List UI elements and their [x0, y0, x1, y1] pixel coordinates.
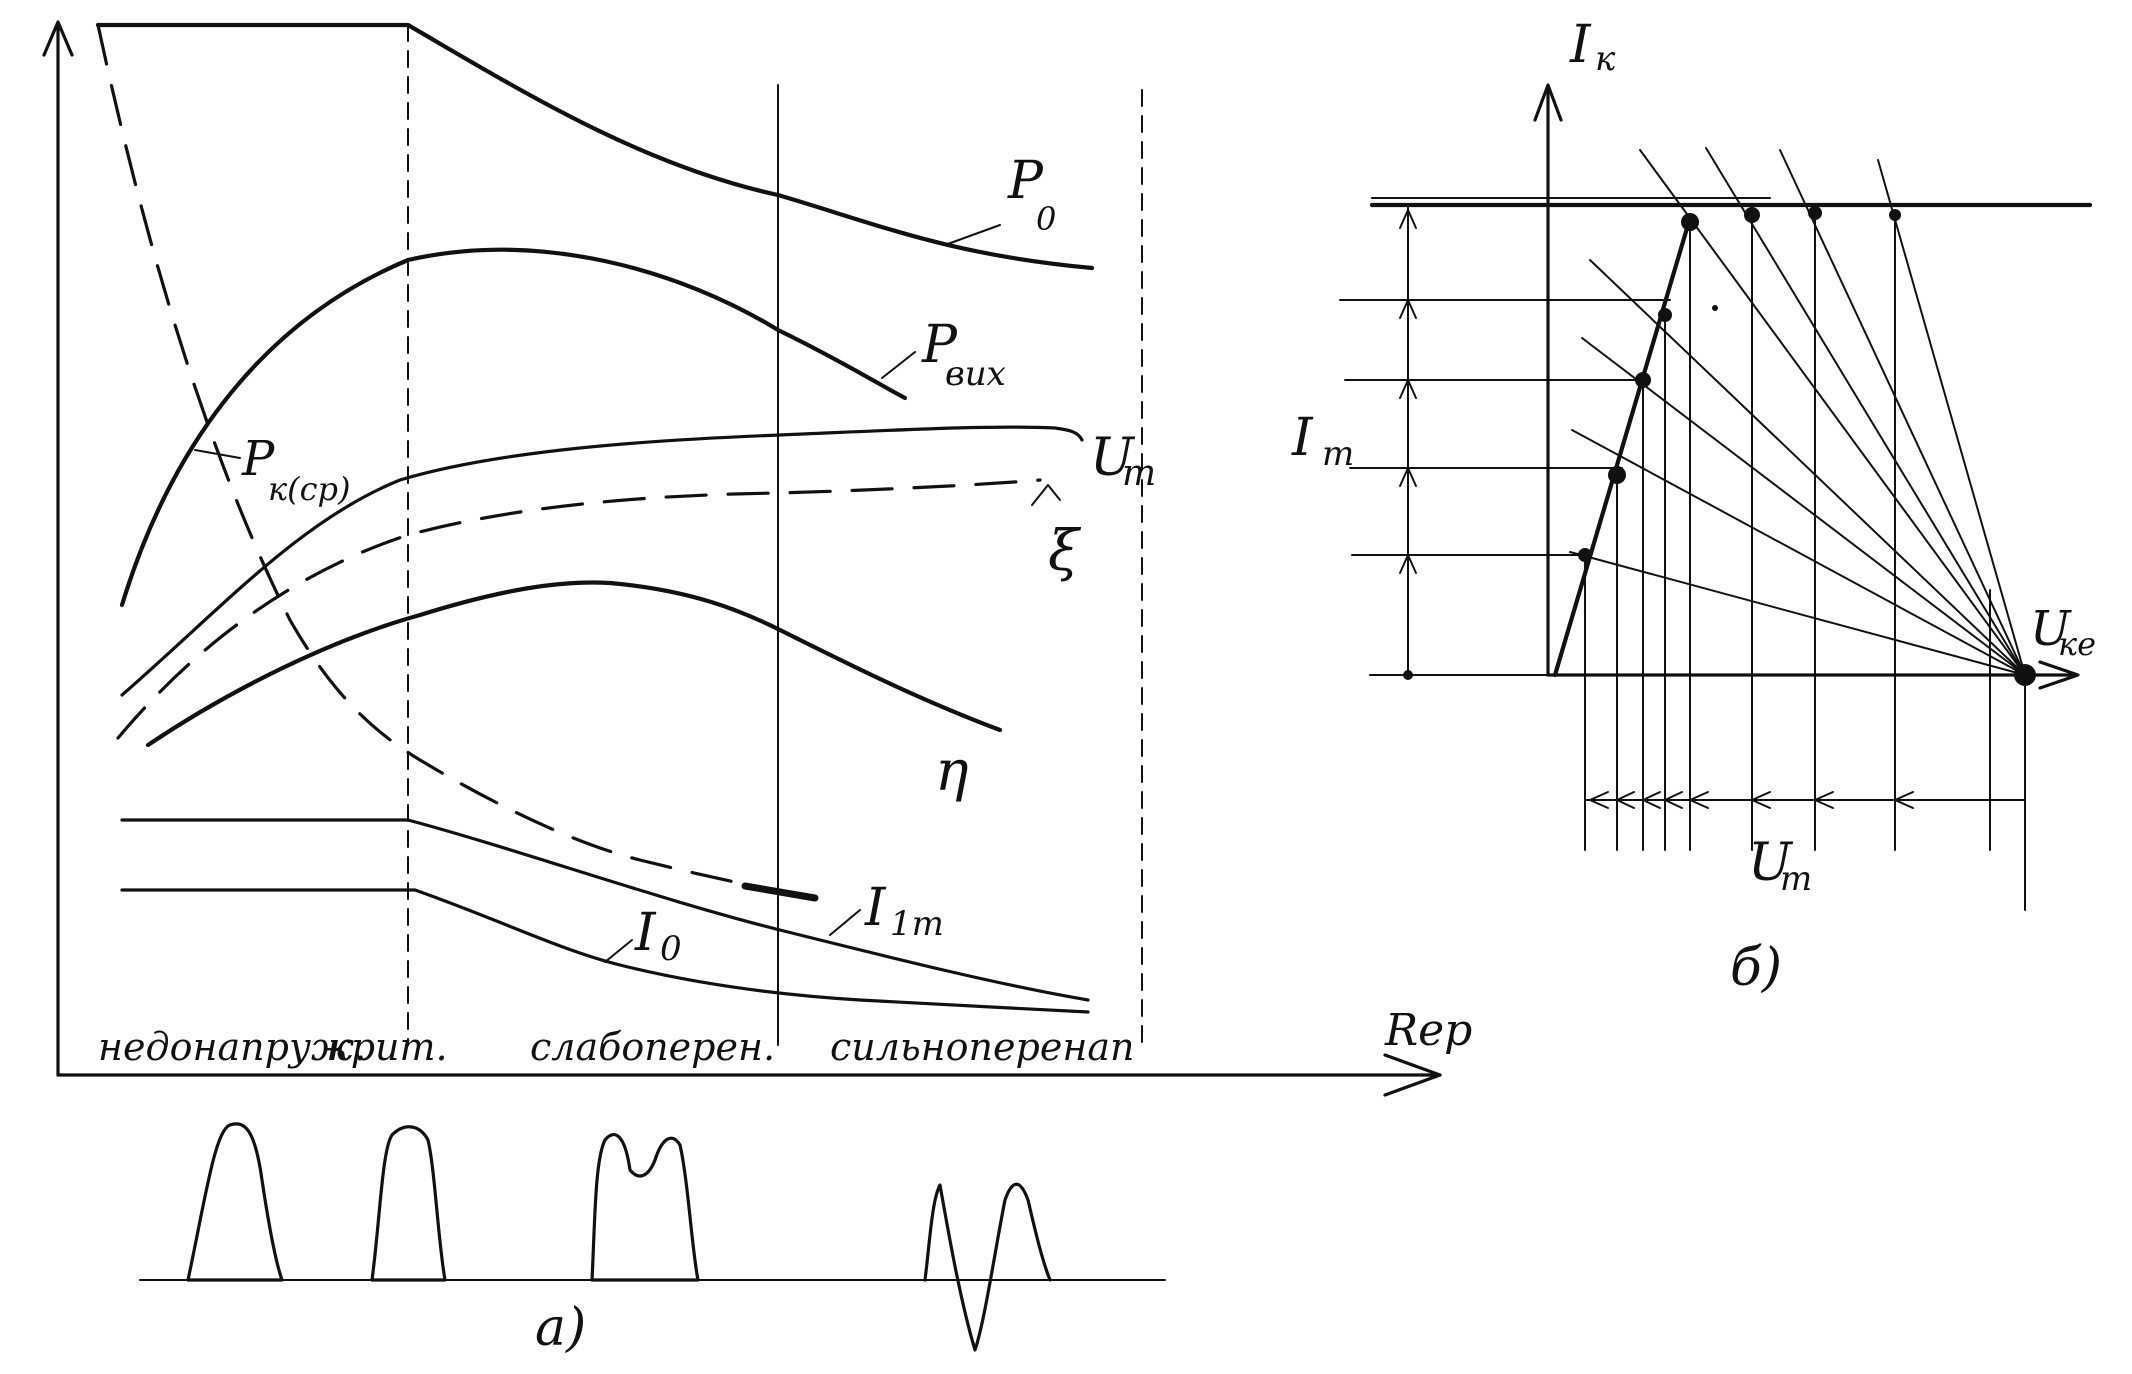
im-tick-4	[1399, 554, 1417, 574]
svg-text:I: I	[1291, 408, 1314, 468]
i1m-leader	[829, 909, 861, 936]
im-tick-1	[1399, 299, 1417, 319]
im-tick-3	[1399, 467, 1417, 487]
stray-dot	[1712, 305, 1718, 311]
svg-text:1m: 1m	[890, 904, 944, 944]
svg-text:P: P	[241, 431, 275, 487]
um-arrow-2	[1616, 791, 1635, 809]
pulse-shapes	[139, 1122, 1166, 1352]
label-pvih: P вих	[921, 315, 1006, 394]
svg-text:I: I	[1569, 15, 1592, 75]
im-origin-dot	[1403, 670, 1413, 680]
regime-weak: слабоперен.	[530, 1025, 775, 1069]
curve-i1m	[120, 818, 1090, 1002]
label-eta: η	[935, 739, 969, 804]
svg-text:вих: вих	[945, 354, 1006, 394]
svg-text:P: P	[1007, 151, 1044, 211]
regime-under: недонапруж.	[98, 1025, 366, 1069]
label-i1m: I 1m	[864, 878, 944, 944]
panel-b: I к U ке I m	[1291, 15, 2096, 998]
pk-leader	[194, 449, 241, 459]
label-im: I m	[1291, 408, 1354, 474]
pulse-strong	[923, 1182, 1052, 1352]
y-axis-a-arrow	[42, 20, 74, 57]
svg-text:0: 0	[1036, 200, 1056, 238]
svg-text:U: U	[1748, 833, 1794, 893]
um-arrow-7	[1814, 791, 1834, 809]
label-xi: ξ	[1048, 519, 1082, 584]
xi-leader	[1031, 484, 1061, 506]
caption-b: б)	[1730, 938, 1782, 998]
load-line-5	[1639, 149, 2026, 676]
label-i0: I 0	[634, 903, 682, 969]
load-line-7	[1779, 149, 2026, 676]
load-line-3	[1581, 337, 2026, 676]
svg-text:I: I	[634, 903, 657, 963]
um-arrow-1	[1589, 791, 1609, 809]
y-axis-b-label: I к	[1569, 15, 1616, 79]
regime-strong: сильноперенап	[830, 1025, 1134, 1069]
regime-crit: крит.	[328, 1025, 448, 1069]
um-arrow-3	[1642, 791, 1661, 809]
svg-text:P: P	[921, 315, 958, 375]
um-arrow-4	[1664, 791, 1683, 809]
curve-pk	[96, 23, 817, 900]
im-arrow-top	[1399, 209, 1417, 229]
pulse-weak	[590, 1133, 700, 1282]
svg-text:I: I	[864, 878, 887, 938]
x-axis-a-label: Rер	[1384, 1005, 1472, 1056]
curve-pvih	[119, 247, 908, 608]
i0-leader	[604, 939, 633, 963]
label-p0: P 0	[1007, 151, 1056, 238]
load-line-1	[1569, 551, 2026, 676]
pvih-leader	[881, 351, 916, 379]
pulse-crit	[370, 1125, 447, 1282]
caption-a: а)	[535, 1298, 586, 1358]
label-um: U m	[1090, 428, 1156, 494]
load-line-6	[1705, 147, 2026, 676]
curve-p0	[95, 22, 1095, 271]
curve-i0	[120, 888, 1090, 1014]
x-axis-b-label: U ке	[2030, 601, 2096, 663]
curve-eta	[145, 580, 1003, 748]
svg-text:ке: ке	[2058, 625, 2096, 663]
svg-text:U: U	[1090, 428, 1136, 488]
pulse-under	[186, 1122, 284, 1282]
svg-text:m: m	[1780, 859, 1812, 899]
curve-xi	[116, 478, 1042, 740]
curve-um	[120, 425, 1084, 697]
load-line-2	[1571, 429, 2026, 676]
load-line-4	[1589, 259, 2026, 676]
svg-text:m: m	[1322, 434, 1354, 474]
pk-end-thick	[741, 882, 819, 902]
label-pk: P к(ср)	[241, 431, 350, 508]
svg-text:m: m	[1122, 453, 1156, 494]
label-um-b: U m	[1748, 833, 1812, 899]
svg-text:к: к	[1595, 39, 1616, 79]
x-axis-b-arrow	[2038, 660, 2080, 690]
svg-text:U: U	[2030, 601, 2072, 657]
svg-text:к(ср): к(ср)	[268, 470, 350, 508]
um-arrow-5	[1689, 791, 1709, 809]
im-tick-2	[1399, 379, 1417, 399]
panel-a: Rер P 0 P вих P к(ср) U m	[42, 20, 1472, 1358]
svg-text:0: 0	[660, 929, 682, 969]
critical-line	[1552, 215, 1693, 678]
x-axis-a-arrow	[1383, 1053, 1442, 1097]
y-axis-b-arrow	[1533, 83, 1563, 122]
um-arrow-8	[1894, 791, 1914, 809]
load-line-8	[1877, 159, 2026, 676]
um-arrow-6	[1751, 791, 1771, 809]
p0-leader	[944, 224, 1001, 246]
